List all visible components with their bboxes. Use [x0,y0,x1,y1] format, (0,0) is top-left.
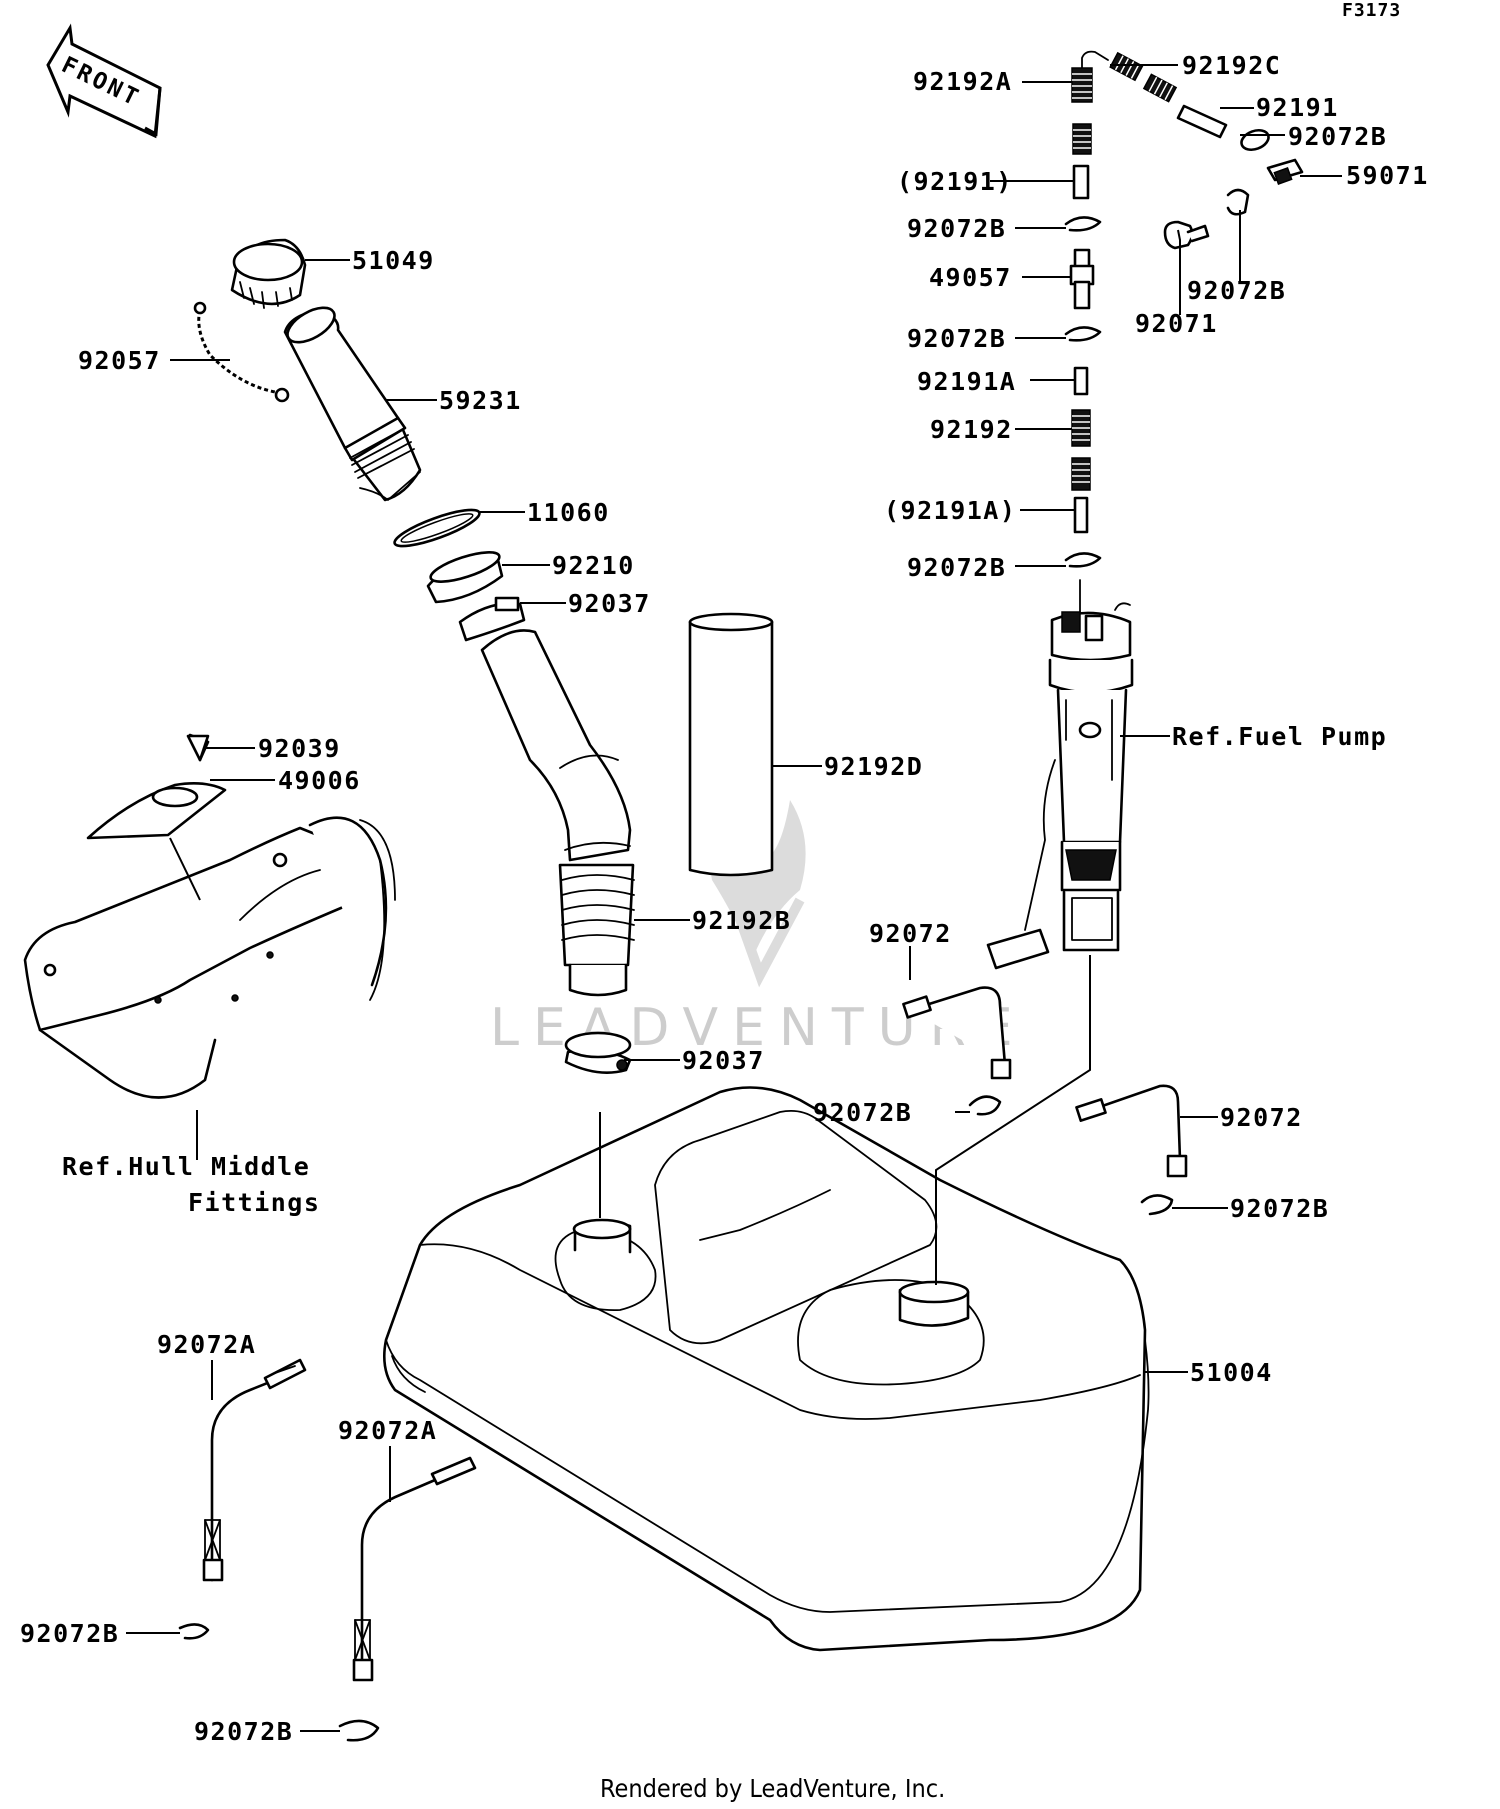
figure-code: F3173 [1342,0,1401,21]
callout-92072b-r2: 92072B [1187,276,1286,305]
filler-hose-92192b [480,629,635,997]
callout-51004: 51004 [1190,1358,1273,1387]
rivet-92039 [186,734,210,762]
callout-92191: 92191 [1256,93,1339,122]
ref-fuel-pump: Ref.Fuel Pump [1172,722,1387,751]
callout-92191-paren: (92191) [897,167,1013,196]
callout-59231: 59231 [439,386,522,415]
callout-92071: 92071 [1135,309,1218,338]
clamp-92037-bottom [564,1031,632,1074]
nut-92210 [426,551,504,604]
callout-92192d: 92192D [824,752,923,781]
callout-92057: 92057 [78,346,161,375]
callout-92072b-right: 92072B [1230,1194,1329,1223]
ref-hull-fittings: Fittings [188,1188,320,1217]
fuel-pump [986,579,1134,970]
callout-92191a: 92191A [917,367,1016,396]
strap-92072a-left [202,1358,307,1582]
strap-92072a-mid [352,1456,477,1682]
callout-92037-top: 92037 [568,589,651,618]
callout-92192c: 92192C [1182,51,1281,80]
callout-92192b: 92192B [692,906,791,935]
strap-92072-right [1075,1084,1188,1178]
clip-92072b-bottom-mid [338,1719,380,1742]
cap-chain-92057 [193,301,290,403]
callout-92037-bottom: 92037 [682,1046,765,1075]
callout-92039: 92039 [258,734,341,763]
leader-lines [126,64,1342,1732]
callout-92072-mid: 92072 [869,919,952,948]
ref-hull-middle: Ref.Hull Middle [62,1152,310,1181]
fuel-tank-51004 [383,1086,1150,1652]
callout-92072b-1: 92072B [907,214,1006,243]
callout-51049: 51049 [352,246,435,275]
hull-middle-fittings [23,733,396,1099]
spring-92192a [1071,67,1093,103]
callout-92072-right: 92072 [1220,1103,1303,1132]
tube-92192d [688,612,774,877]
clip-92072b-right [1140,1194,1174,1216]
callout-92072b-3: 92072B [907,553,1006,582]
callout-92072a-left: 92072A [157,1330,256,1359]
callout-11060: 11060 [527,498,610,527]
spring-92192c [1109,51,1144,82]
filler-neck-59231 [283,306,422,502]
callout-92072b-r1: 92072B [1288,122,1387,151]
clip-92072b-bottom-left [178,1623,210,1640]
callout-59071: 59071 [1346,161,1429,190]
callout-92192a: 92192A [913,67,1012,96]
front-arrow-icon: FRONT [46,23,162,139]
callout-92072b-2: 92072B [907,324,1006,353]
vent-hose-assembly [1064,50,1304,568]
strap-92072-mid [902,986,1012,1080]
callout-92072b-mid: 92072B [813,1098,912,1127]
callout-92192: 92192 [930,415,1013,444]
callout-92072a-mid: 92072A [338,1416,437,1445]
clamp-92037-top [458,596,526,642]
callout-49006: 49006 [278,766,361,795]
oring-11060 [393,508,481,548]
filler-cap-51049 [230,238,307,309]
callout-92210: 92210 [552,551,635,580]
footer-credit: Rendered by LeadVenture, Inc. [600,1774,945,1803]
callout-labels: 92192C 92192A 92191 92072B 59071 (92191)… [20,51,1429,1746]
callout-92191a-paren: (92191A) [884,496,1016,525]
callout-49057: 49057 [929,263,1012,292]
callout-92072b-bottom-left: 92072B [20,1619,119,1648]
callout-92072b-bottom-mid: 92072B [194,1717,293,1746]
spring-92192c-lower [1142,73,1178,103]
clip-92072b-mid [968,1095,1002,1116]
